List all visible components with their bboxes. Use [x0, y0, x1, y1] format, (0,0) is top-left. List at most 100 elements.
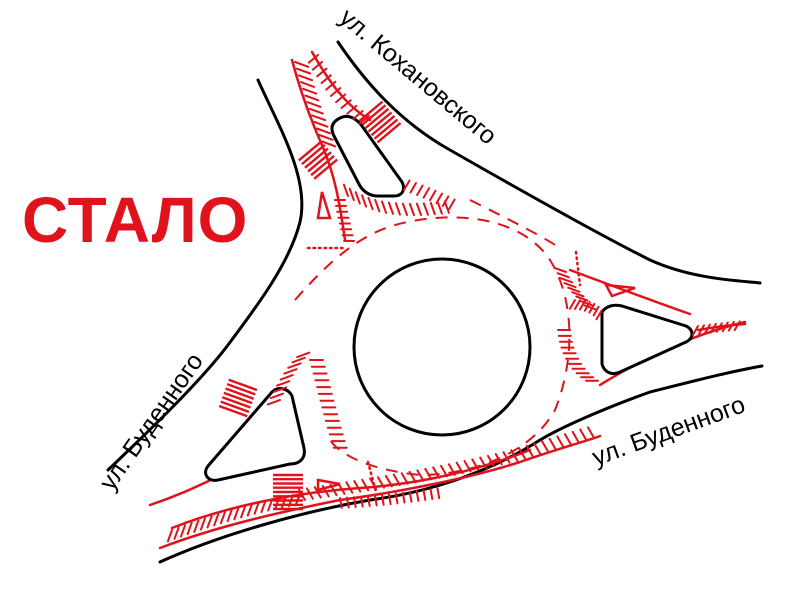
red-edge-top-left-entry	[290, 58, 347, 242]
hatch-bottom-inner	[401, 491, 406, 504]
hatch-top-left-exit	[311, 60, 324, 71]
hatch-top-island-tail	[387, 201, 394, 215]
zebra-top-left-stripe	[301, 143, 326, 166]
red-edge-bottom-outer	[170, 448, 532, 530]
hatch-bottom-road	[556, 435, 565, 448]
hatch-bottom-left-island-top	[291, 356, 306, 364]
hatch-bottom-road	[586, 426, 595, 439]
hatch-bottom-left-lower	[166, 529, 173, 543]
hatch-top-island-right	[435, 192, 443, 205]
hatch-right-upper	[575, 295, 589, 302]
hatch-right-upper	[553, 266, 567, 273]
island-top	[330, 114, 406, 198]
zebra-bottom-left-stripe	[223, 391, 253, 405]
zebra-top-left-stripe	[304, 147, 329, 169]
hatch-bottom-left-lower	[199, 517, 206, 531]
zebra-bottom-left-stripe	[228, 378, 258, 392]
hatch-bottom-road	[353, 480, 362, 493]
hatch-bottom-road	[525, 444, 534, 458]
hatch-top-island-tail	[415, 202, 422, 216]
hatch-top-left-entry	[308, 107, 324, 115]
hatch-bottom-road	[384, 474, 393, 488]
hatch-top-left-exit	[320, 74, 332, 84]
hatch-right-upper	[571, 291, 585, 298]
hatch-top-left-entry	[311, 114, 327, 122]
hatch-top-left-exit	[352, 110, 364, 120]
zebra-top-left-stripe	[307, 151, 332, 173]
hatch-right-upper	[563, 282, 577, 289]
hatch-bottom-inner	[373, 494, 378, 507]
zebra-top-stripe	[370, 115, 396, 137]
hatch-bottom-road	[305, 487, 314, 500]
hatch-top-island-tail	[422, 202, 429, 216]
diagram-title: СТАЛО	[22, 184, 249, 256]
hatch-bottom-left-island-top	[287, 362, 302, 369]
zebra-bottom-left-stripe	[225, 387, 255, 400]
hatch-top-left-exit	[325, 80, 337, 91]
hatch-top-left-entry	[306, 101, 322, 108]
hatch-bottom-left-island-top	[279, 374, 294, 381]
hatch-top-left-entry	[315, 127, 331, 135]
direction-triangles	[316, 191, 636, 492]
zebra-crossings	[218, 100, 402, 511]
hatch-top-island-tail	[394, 202, 401, 216]
island-right	[600, 303, 694, 376]
hatch-bottom-left-island-top	[276, 380, 291, 387]
hatch-top-left-exit	[307, 54, 319, 64]
hatch-right-top	[588, 302, 596, 314]
hatch-bottom-inner	[366, 495, 371, 507]
zebra-top	[358, 100, 402, 144]
hatch-bottom-road	[455, 461, 464, 475]
zebra-bottom-left	[218, 378, 258, 418]
hatch-bottom-inner	[415, 490, 420, 502]
hatch-bottom-inner	[353, 496, 357, 508]
hatch-bottom-left-lower	[206, 515, 213, 529]
road-edge-top-left	[106, 78, 304, 472]
hatch-bottom-left-island-top	[272, 386, 288, 393]
hatch-bottom-road	[563, 433, 572, 446]
islands	[204, 114, 694, 482]
hatch-bottom-road	[377, 476, 385, 489]
hatch-bottom-road	[502, 451, 511, 464]
hatch-bottom-left-lower	[233, 507, 240, 521]
hatch-bottom-inner	[380, 494, 385, 506]
hatch-top-island-tail	[408, 202, 415, 217]
zebra-top-stripe	[373, 118, 399, 140]
zebra-top-stripe	[358, 100, 384, 122]
hatch-right-stub	[698, 324, 705, 335]
hatch-bottom-inner	[346, 496, 350, 509]
zebra-top-left-stripe	[313, 158, 338, 180]
hatch-bottom-left-lower	[226, 508, 233, 523]
zebra-top-left-stripe	[298, 140, 323, 162]
hatch-top-island-tail	[429, 201, 436, 216]
hatch-top-left-exit	[340, 99, 352, 109]
hatch-right-top	[583, 301, 591, 312]
hatch-top-island-tail	[348, 187, 355, 201]
hatch-top-island-tail	[443, 200, 450, 214]
hatch-top-left-exit	[316, 67, 328, 78]
hatch-right-stub	[692, 325, 699, 336]
hatch-bottom-left-lower	[219, 511, 226, 525]
triangle-top	[316, 191, 332, 220]
hatch-bottom-inner	[387, 493, 392, 506]
zebra-top-stripe	[367, 111, 393, 133]
central-circle	[352, 257, 532, 437]
hatch-top-island-right	[429, 189, 437, 202]
hatch-bottom-road	[541, 440, 549, 453]
hatch-top-left-entry	[297, 74, 314, 82]
hatch-top-left-entry	[318, 134, 334, 141]
give-way-lines	[306, 246, 582, 494]
hatch-right-stub	[733, 320, 741, 332]
hatch-markings	[166, 54, 741, 543]
give-way-line-right	[574, 250, 582, 287]
hatch-top-left-entry	[321, 140, 337, 148]
hatch-right-upper	[559, 277, 574, 284]
hatch-top-left-exit	[346, 104, 358, 115]
hatch-bottom-left-lower	[267, 498, 274, 512]
lane-dashed-line-top	[469, 199, 561, 249]
red-edge-bottom-inner	[158, 434, 602, 550]
hatch-top-island-right	[409, 182, 417, 194]
zebra-bottom-left-stripe	[218, 404, 248, 418]
hatch-bottom-road	[579, 428, 588, 441]
